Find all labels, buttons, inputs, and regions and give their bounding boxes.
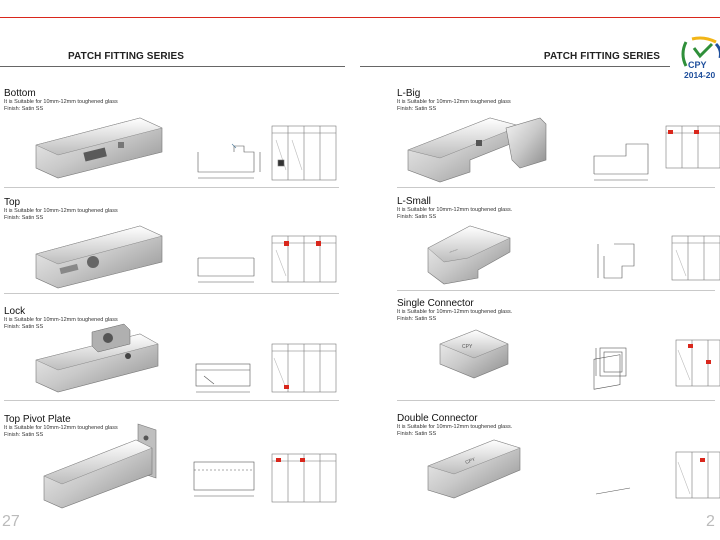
top-pivot-plate-technical-drawing: [193, 461, 255, 497]
l-big-technical-drawing: [593, 143, 649, 181]
header-rule: [0, 66, 345, 67]
l-small-fitting-photo: ~~~: [427, 225, 511, 285]
top-technical-drawing: [197, 257, 255, 283]
row-divider: [397, 290, 715, 291]
product-spec: It is Suitable for 10mm-12mm toughened g…: [397, 207, 513, 213]
cpy-badge-icon: CPY: [681, 36, 720, 70]
bottom-installation-view: [271, 125, 337, 181]
product-name: Bottom: [4, 88, 36, 99]
l-small-technical-drawing: [597, 243, 635, 279]
section-title: PATCH FITTING SERIES: [68, 51, 185, 62]
product-finish: Finish: Satin SS: [4, 214, 44, 221]
logo-year: 2014-20: [684, 70, 716, 80]
product-card-double-connector: Double Connector It is Suitable for 10mm…: [397, 413, 512, 437]
header-rule: [360, 66, 670, 67]
product-spec: It is Suitable for 10mm-12mm toughened g…: [397, 99, 511, 105]
l-big-fitting-photo: [407, 117, 547, 183]
product-card-lock: Lock It is Suitable for 10mm-12mm toughe…: [4, 306, 118, 330]
svg-text:CPY: CPY: [465, 456, 477, 465]
logo-brand: CPY: [688, 60, 707, 70]
product-spec: It is Suitable for 10mm-12mm toughened g…: [4, 317, 118, 323]
product-spec: It is Suitable for 10mm-12mm toughened g…: [4, 208, 118, 214]
product-spec: It is Suitable for 10mm-12mm toughened g…: [4, 425, 118, 431]
row-divider: [397, 400, 715, 401]
left-page-header: PATCH FITTING SERIES: [0, 40, 345, 70]
l-big-installation-view: [665, 125, 720, 169]
row-divider: [4, 400, 339, 401]
product-name: Single Connector: [397, 298, 474, 309]
product-name: Top Pivot Plate: [4, 414, 71, 425]
top-pivot-plate-photo: [43, 423, 157, 509]
product-finish: Finish: Satin SS: [397, 430, 437, 437]
product-card-single-connector: Single Connector It is Suitable for 10mm…: [397, 298, 512, 322]
product-name: L-Small: [397, 196, 431, 207]
product-spec: It is Suitable for 10mm-12mm toughened g…: [4, 99, 118, 105]
product-name: Top: [4, 197, 21, 208]
section-title: PATCH FITTING SERIES: [543, 51, 660, 62]
product-spec: It is Suitable for 10mm-12mm toughened g…: [397, 309, 513, 315]
top-fitting-photo: [35, 225, 163, 289]
top-pivot-plate-installation-view: [271, 453, 337, 503]
right-page-header: PATCH FITTING SERIES: [360, 40, 670, 70]
product-name: Double Connector: [397, 413, 478, 424]
product-name: L-Big: [397, 88, 421, 99]
single-connector-photo: CPY: [439, 329, 509, 379]
svg-text:~~~: ~~~: [449, 247, 459, 256]
product-name: Lock: [4, 306, 26, 317]
top-installation-view: [271, 235, 337, 283]
double-connector-installation-view: [675, 451, 720, 499]
page-number-left: 27: [2, 513, 20, 530]
product-card-l-big: L-Big It is Suitable for 10mm-12mm tough…: [397, 88, 511, 112]
lock-fitting-photo: [35, 323, 159, 393]
single-connector-technical-drawing: [595, 347, 627, 377]
product-finish: Finish: Satin SS: [397, 315, 437, 322]
product-card-top-pivot-plate: Top Pivot Plate It is Suitable for 10mm-…: [4, 414, 118, 438]
product-finish: Finish: Satin SS: [4, 431, 44, 438]
lock-installation-view: [271, 343, 337, 393]
product-finish: Finish: Satin SS: [4, 323, 44, 330]
lock-technical-drawing: [195, 363, 251, 393]
svg-text:CPY: CPY: [462, 344, 473, 350]
double-connector-photo: CPY: [427, 439, 521, 499]
l-small-installation-view: [671, 235, 720, 281]
double-connector-technical-drawing: [593, 354, 631, 495]
bottom-fitting-photo: [35, 117, 163, 179]
single-connector-installation-view: [675, 339, 720, 387]
product-finish: Finish: Satin SS: [397, 213, 437, 220]
top-red-rule: [0, 17, 720, 18]
page-number-right: 2: [706, 513, 715, 530]
product-card-bottom: Bottom It is Suitable for 10mm-12mm toug…: [4, 88, 118, 112]
row-divider: [4, 293, 339, 294]
product-card-l-small: L-Small It is Suitable for 10mm-12mm tou…: [397, 196, 512, 220]
product-finish: Finish: Satin SS: [4, 105, 44, 112]
product-spec: It is Suitable for 10mm-12mm toughened g…: [397, 424, 513, 430]
row-divider: [4, 187, 339, 188]
row-divider: [397, 187, 715, 188]
product-card-top: Top It is Suitable for 10mm-12mm toughen…: [4, 197, 118, 221]
product-finish: Finish: Satin SS: [397, 105, 437, 112]
bottom-technical-drawing: [197, 143, 261, 179]
